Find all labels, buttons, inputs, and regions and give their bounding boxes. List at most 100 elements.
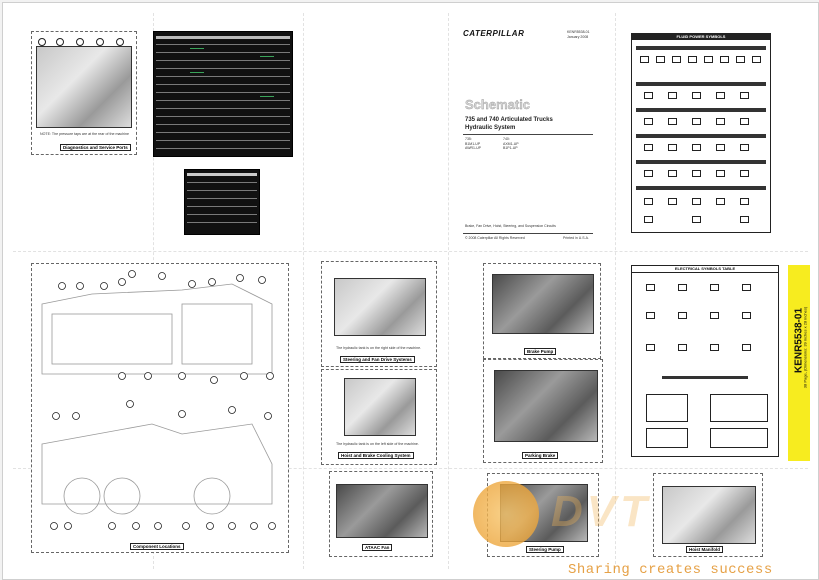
electrical-symbol-icon (710, 284, 719, 291)
steering-pump-title: Steering Pump (526, 546, 564, 553)
callout-bubble (116, 38, 124, 46)
electrical-symbol-icon (646, 344, 655, 351)
tap-location-table (184, 169, 260, 235)
kenr-band: KENR5538-01 38 Page, (Dimensions: 39 inc… (788, 265, 810, 461)
cover-circuits: Brake, Fan Drive, Hoist, Steering, and S… (465, 224, 556, 228)
hydraulic-symbol-icon (640, 56, 649, 63)
hoist-manifold-photo (662, 486, 756, 544)
section-bar (636, 46, 766, 50)
fold-line (13, 468, 808, 469)
callout-bubble (52, 412, 60, 420)
ataac-fan-title: ATAAC Fan (362, 544, 393, 551)
cover-title: Schematic (465, 97, 531, 112)
electrical-symbol-icon (678, 344, 687, 351)
section-bar (636, 160, 766, 164)
diagnostics-photo (36, 46, 132, 128)
hydraulic-symbol-icon (736, 56, 745, 63)
callout-bubble (178, 410, 186, 418)
table-row (187, 190, 257, 191)
ataac-fan-panel: ATAAC Fan (329, 471, 433, 557)
parking-brake-panel: Parking Brake (483, 359, 603, 463)
color-swatch (190, 72, 204, 73)
truck-side-outline (41, 423, 273, 505)
table-row (156, 68, 290, 69)
hydraulic-symbol-icon (740, 92, 749, 99)
table-row (156, 36, 290, 39)
table-row (156, 140, 290, 141)
brake-pump-photo (492, 274, 594, 334)
callout-bubble (144, 372, 152, 380)
color-swatch (190, 48, 204, 49)
table-header: ELECTRICAL SYMBOLS TABLE (632, 266, 778, 273)
hydraulic-symbol-icon (720, 56, 729, 63)
callout-bubble (38, 38, 46, 46)
callout-bubble (228, 522, 236, 530)
steering-fan-photo (334, 278, 426, 336)
section-bar (636, 82, 766, 86)
hydraulic-symbol-icon (740, 118, 749, 125)
hydraulic-symbol-icon (716, 144, 725, 151)
table-row (156, 52, 290, 53)
electrical-symbol-icon (742, 344, 751, 351)
table-row (156, 44, 290, 45)
callout-bubble (100, 282, 108, 290)
electrical-symbols-table: ELECTRICAL SYMBOLS TABLE (631, 265, 779, 457)
cover-rule (463, 134, 593, 135)
fold-line (448, 13, 449, 569)
cover-subtitle-1: 735 and 740 Articulated Trucks (465, 117, 553, 123)
wheel (193, 477, 231, 515)
brake-pump-panel: Brake Pump (483, 263, 601, 359)
table-row (156, 132, 290, 133)
hydraulic-symbol-icon (644, 170, 653, 177)
table-row (187, 222, 257, 223)
callout-bubble (72, 412, 80, 420)
hoist-brake-title: Hoist and Brake Cooling System (338, 452, 414, 459)
callout-bubble (58, 282, 66, 290)
electrical-symbol-icon (710, 312, 719, 319)
table-row (156, 76, 290, 77)
diagnostics-note: NOTE: The pressure taps are at the rear … (40, 132, 130, 136)
caterpillar-logo: CATERPILLAR (463, 29, 525, 38)
callout-bubble (64, 522, 72, 530)
callout-bubble (118, 278, 126, 286)
hoist-brake-caption: The hydraulic tank is on the left side o… (336, 442, 419, 446)
electrical-symbol-icon (710, 344, 719, 351)
callout-bubble (178, 372, 186, 380)
callout-bubble (76, 38, 84, 46)
section-bar (662, 376, 748, 379)
callout-bubble (118, 372, 126, 380)
hydraulic-symbol-icon (656, 56, 665, 63)
hydraulic-symbol-icon (692, 216, 701, 223)
truck-cab (181, 303, 253, 365)
kenr-pages: 38 Page, (Dimensions: 39 inches x 28 inc… (802, 306, 808, 389)
hydraulic-symbol-icon (668, 92, 677, 99)
connector-diagram-icon (710, 428, 768, 448)
callout-bubble (108, 522, 116, 530)
table-row (187, 206, 257, 207)
hydraulic-symbol-icon (644, 198, 653, 205)
callout-bubble (266, 372, 274, 380)
connector-diagram-icon (646, 428, 688, 448)
connector-diagram-icon (646, 394, 688, 422)
table-row (156, 84, 290, 85)
hydraulic-symbol-icon (692, 144, 701, 151)
hydraulic-symbol-icon (740, 144, 749, 151)
hydraulic-symbol-icon (704, 56, 713, 63)
hydraulic-symbol-icon (668, 170, 677, 177)
section-bar (636, 134, 766, 138)
table-header: FLUID POWER SYMBOLS (632, 34, 770, 40)
callout-bubble (236, 274, 244, 282)
table-row (187, 182, 257, 183)
hydraulic-symbol-icon (668, 144, 677, 151)
cover-doc-code: KENR5538-01 (567, 30, 590, 34)
steering-fan-panel: The hydraulic tank is on the right side … (321, 261, 437, 367)
callout-bubble (132, 522, 140, 530)
cover-date: January 2008 (567, 35, 589, 39)
hydraulic-symbol-icon (716, 170, 725, 177)
hydraulic-symbol-icon (688, 56, 697, 63)
truck-top-outline (41, 283, 273, 375)
ataac-fan-photo (336, 484, 428, 538)
diagnostics-panel: NOTE: The pressure taps are at the rear … (31, 31, 137, 155)
truck-drawing (41, 270, 276, 530)
